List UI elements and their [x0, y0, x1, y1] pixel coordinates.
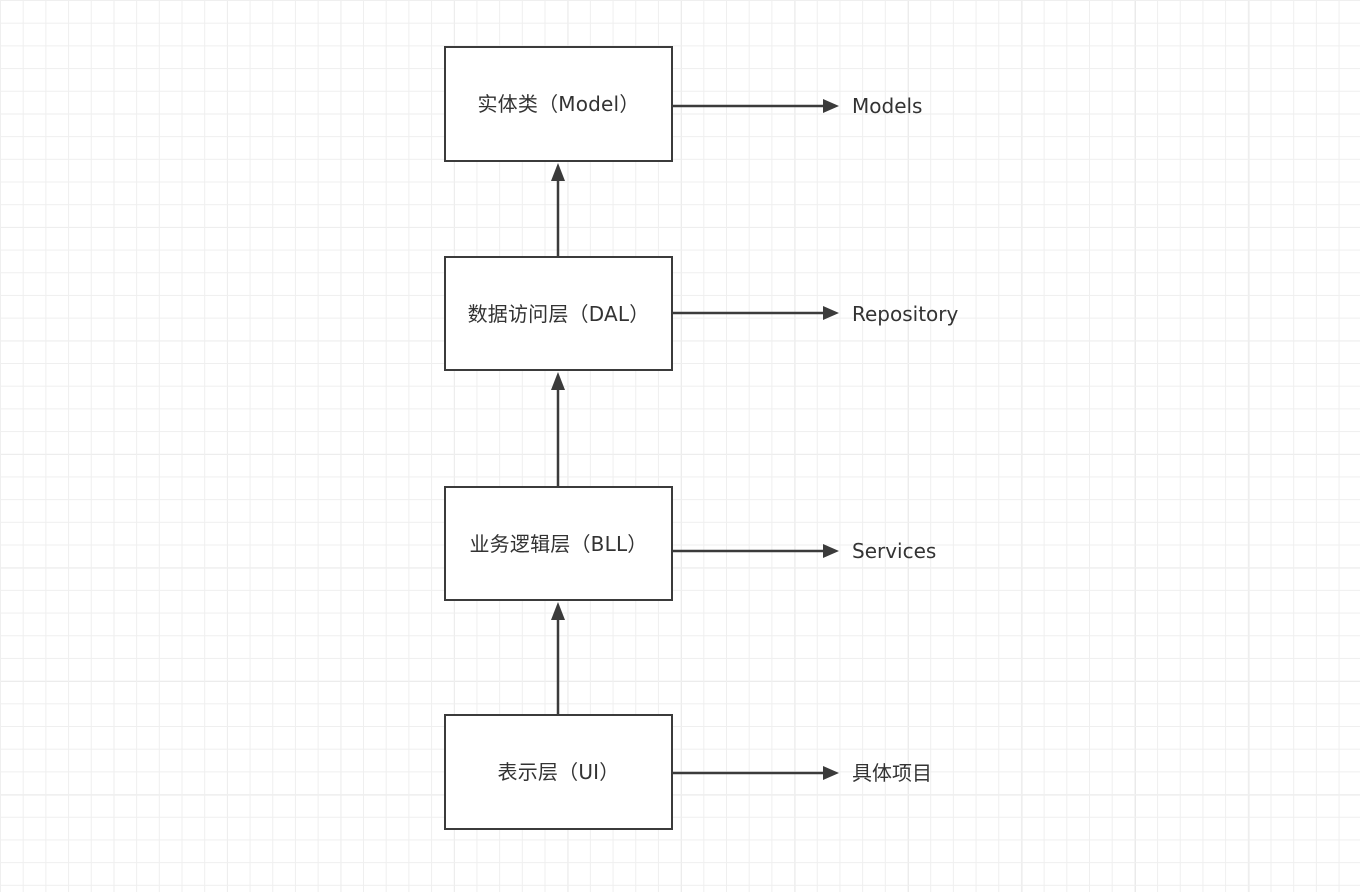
node-dal-label: 数据访问层（DAL） [467, 301, 650, 326]
node-ui[interactable]: 表示层（UI） [444, 714, 673, 830]
edge-bll-to-dal [548, 371, 568, 488]
node-bll[interactable]: 业务逻辑层（BLL） [444, 486, 673, 601]
edge-bll-to-services [673, 541, 843, 561]
edge-dal-to-model [548, 162, 568, 258]
side-label-repository: Repository [852, 302, 959, 326]
node-bll-label: 业务逻辑层（BLL） [469, 531, 648, 556]
side-label-models: Models [852, 94, 923, 118]
side-label-project: 具体项目 [852, 761, 932, 785]
node-dal[interactable]: 数据访问层（DAL） [444, 256, 673, 371]
edge-ui-to-project [673, 763, 843, 783]
node-model[interactable]: 实体类（Model） [444, 46, 673, 162]
edge-model-to-models [673, 96, 843, 116]
edge-ui-to-bll [548, 601, 568, 716]
node-model-label: 实体类（Model） [477, 92, 640, 116]
node-ui-label: 表示层（UI） [497, 760, 620, 784]
side-label-services: Services [852, 539, 937, 563]
edge-dal-to-repository [673, 303, 843, 323]
